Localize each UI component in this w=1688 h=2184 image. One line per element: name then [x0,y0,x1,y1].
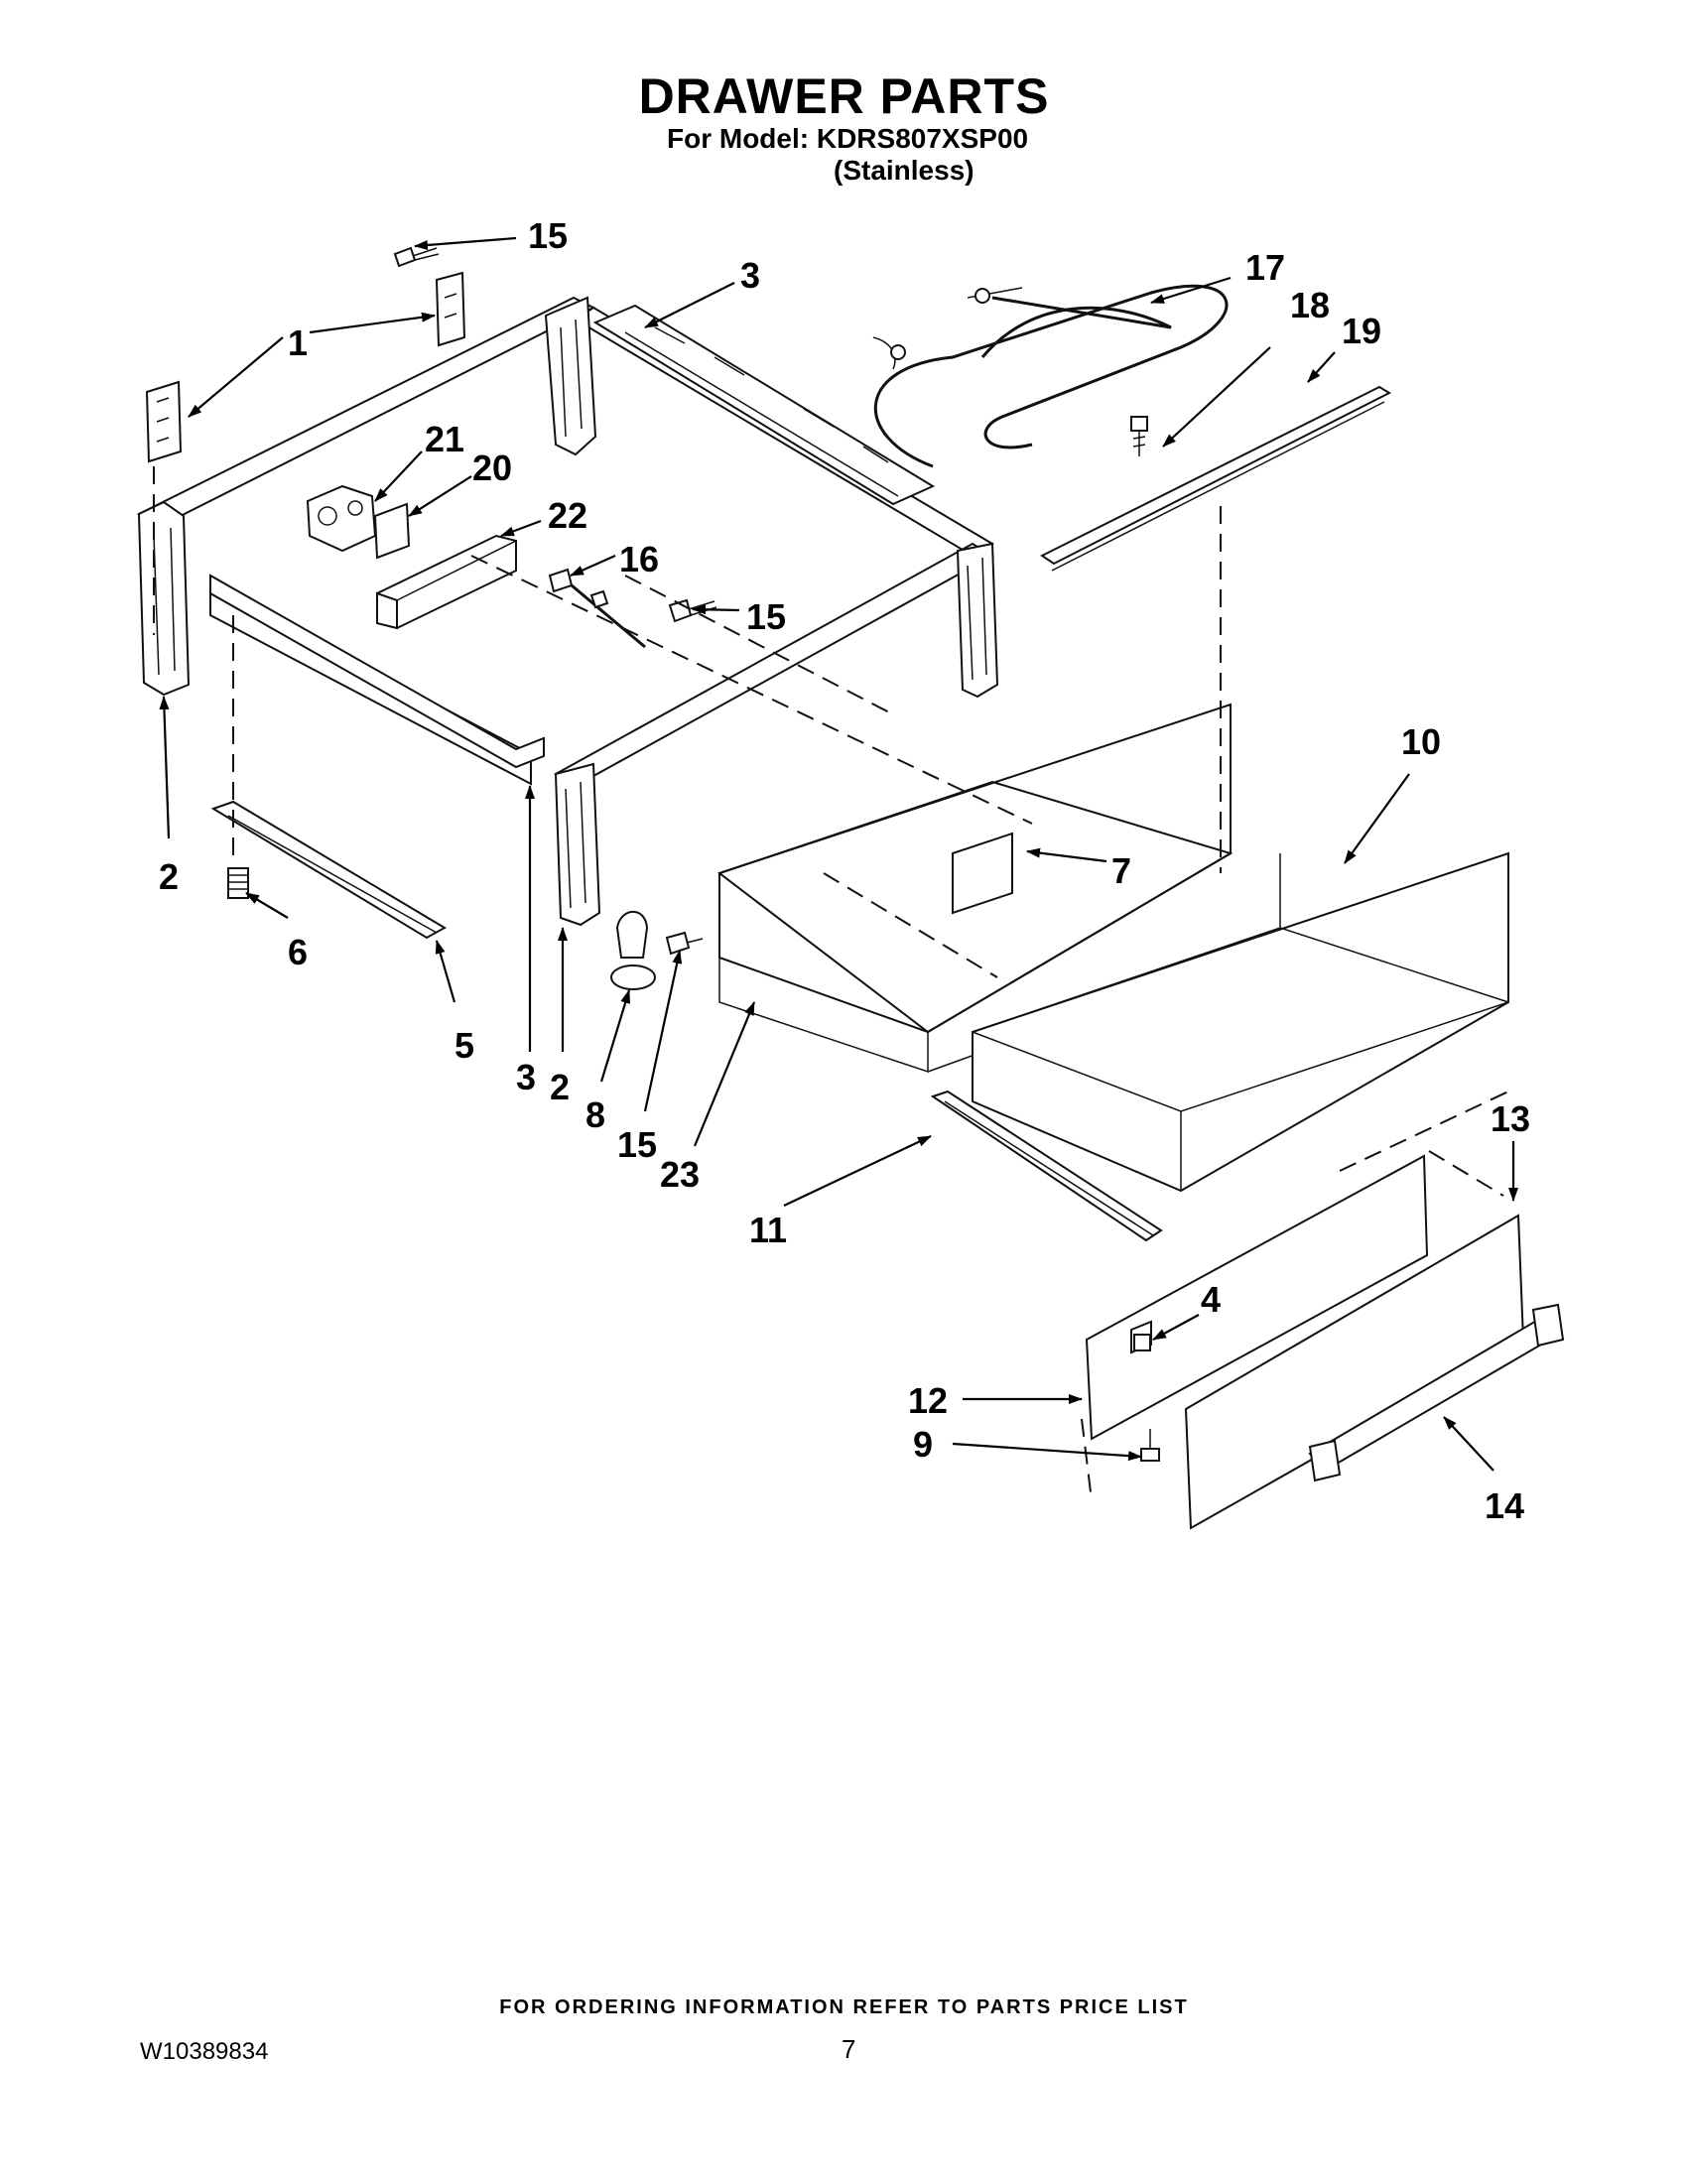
callout-label: 16 [619,539,659,579]
switch-button [1133,1334,1151,1351]
callout-label: 6 [288,932,308,972]
heat-shield [376,534,517,630]
callout-label: 21 [425,419,464,459]
callout-label: 15 [746,596,786,637]
callout-label: 1 [288,322,308,363]
screw-top [393,246,440,268]
callout-label: 15 [617,1124,657,1165]
drawer-pan [972,851,1509,1193]
ordering-note: FOR ORDERING INFORMATION REFER TO PARTS … [499,1996,1189,2018]
bake-element [872,284,1229,468]
temperature-sensor [548,568,646,649]
rear-duct-channel [592,304,936,506]
leveling-leg [227,867,249,899]
valve-block [306,484,377,553]
drawer-outer-housing [716,703,1234,1074]
small-bracket [373,502,411,560]
callout-label: 9 [913,1424,933,1465]
callout-label: 20 [472,448,512,488]
callout-label: 2 [550,1067,570,1107]
callout-label: 17 [1245,247,1285,288]
screw-mid [668,598,717,623]
leveling-foot [610,910,704,990]
callout-label: 2 [159,856,179,897]
callout-label: 3 [516,1057,536,1097]
callout-label: 18 [1290,285,1330,325]
callout-label: 3 [740,255,760,296]
document-number: W10389834 [140,2038,269,2065]
leader-arrows [159,236,1518,1472]
mounting-brackets [145,271,466,463]
callout-label: 11 [749,1210,787,1250]
callout-label: 5 [454,1025,474,1066]
callout-label: 13 [1491,1098,1530,1139]
callout-label: 4 [1201,1279,1221,1320]
callout-label: 19 [1342,311,1381,351]
page-title: DRAWER PARTS [638,68,1050,124]
drawer-handle [1308,1303,1565,1482]
callout-label: 23 [660,1154,700,1195]
drawer-slide-left [210,800,448,940]
callout-label: 14 [1485,1485,1524,1526]
panel-screw [1140,1429,1160,1462]
drawer-slide-right [930,1090,1163,1242]
callout-labels: 15 3 17 18 19 1 21 20 22 16 15 2 6 5 3 2… [159,215,1530,1526]
element-screw [1130,416,1148,456]
callout-label: 10 [1401,721,1441,762]
model-line: For Model: KDRS807XSP00 [667,123,1029,154]
top-rail-strip [1040,385,1392,572]
assembly-guide-lines [153,466,1509,1501]
page-number: 7 [842,2034,856,2064]
callout-label: 22 [548,495,587,536]
callout-label: 8 [585,1094,605,1135]
callout-label: 15 [528,215,568,256]
callout-label: 12 [908,1380,948,1421]
model-variant: (Stainless) [834,155,974,186]
callout-label: 7 [1111,850,1131,891]
